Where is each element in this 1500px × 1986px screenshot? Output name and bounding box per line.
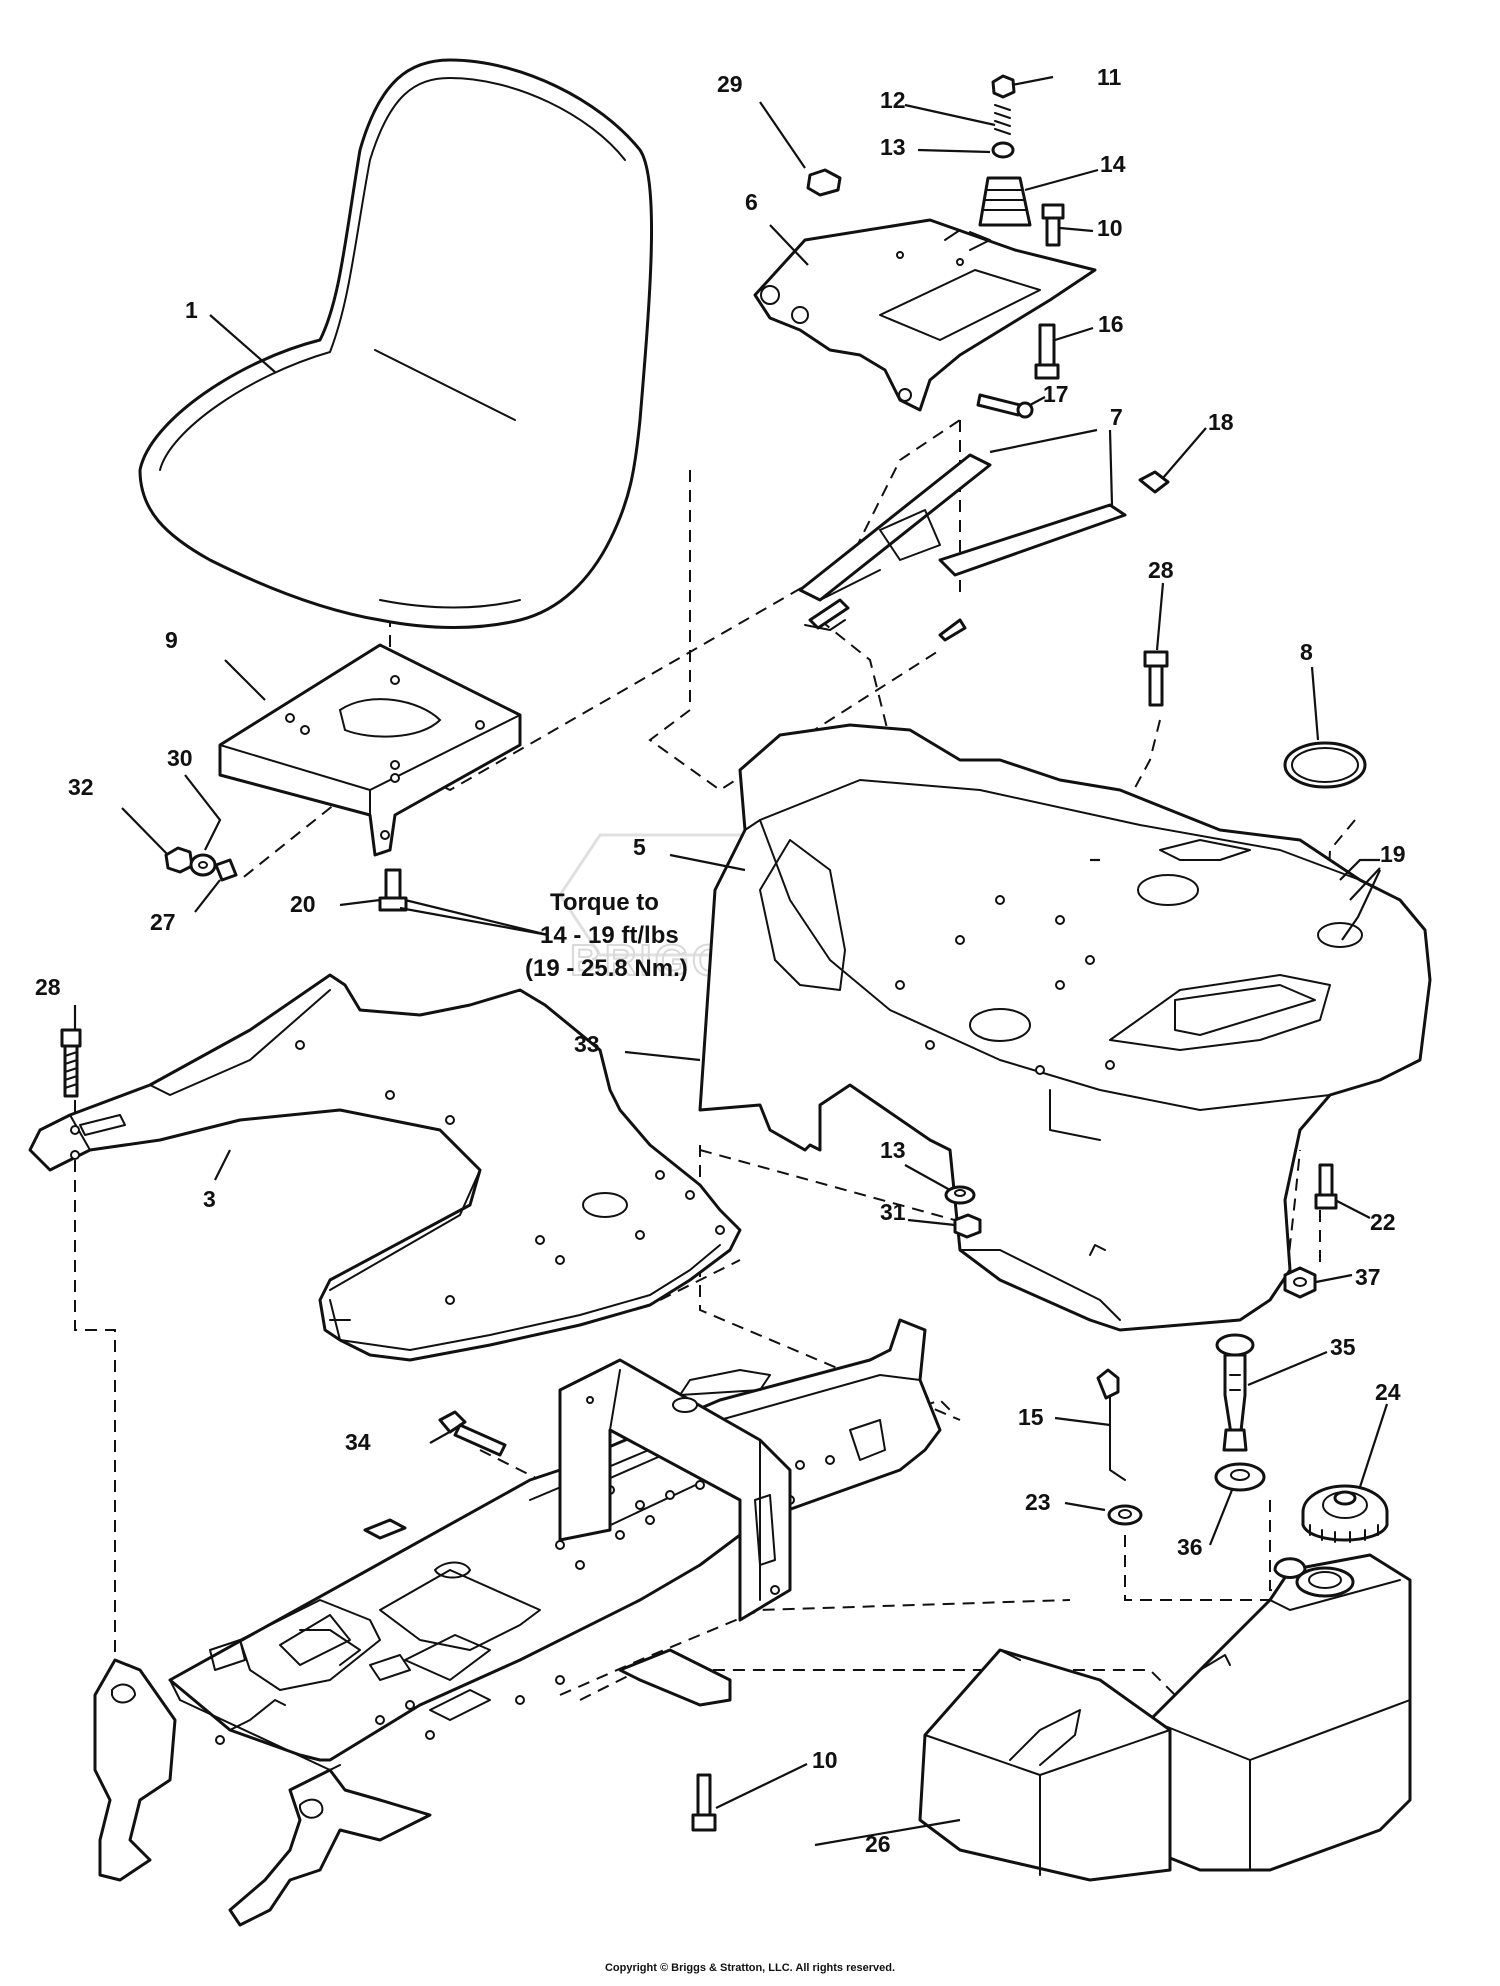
callout-30: 30 [167,745,193,771]
callout-7: 7 [1110,404,1123,430]
callout-13-top: 13 [880,134,906,160]
callout-34: 34 [345,1429,371,1455]
front-dash-panel [28,973,742,1362]
frame-bolt [438,1410,507,1457]
torque-note-line-1: Torque to [550,889,659,916]
callout-12: 12 [880,87,906,113]
torque-note: Torque to 14 - 19 ft/lbs (19 - 25.8 Nm.) [525,889,688,982]
callout-36: 36 [1177,1534,1203,1560]
callout-10-bottom: 10 [812,1747,838,1773]
callout-24: 24 [1375,1379,1401,1405]
seat [138,58,654,629]
main-frame [168,1318,942,1771]
clip [806,168,842,197]
callout-22: 22 [1370,1209,1396,1235]
callout-15: 15 [1018,1404,1044,1430]
callout-16: 16 [1098,311,1124,337]
callout-11: 11 [1097,64,1122,90]
seat-rails [798,453,1127,642]
fuel-cap [1301,1484,1389,1543]
callout-28-right: 28 [1148,557,1174,583]
seat-nut-stack [164,846,238,882]
callout-33: 33 [574,1031,600,1057]
seat-plate [218,643,522,857]
callout-32: 32 [68,774,94,800]
callout-29: 29 [717,71,743,97]
fender-bolt-right [1143,650,1169,707]
copyright-notice: Copyright © Briggs & Stratton, LLC. All … [604,1962,896,1974]
fuel-tank [1148,1553,1412,1872]
sender-gasket [1214,1462,1266,1492]
callout-10-top: 10 [1097,215,1123,241]
callout-27: 27 [150,909,176,935]
torque-leader [404,898,549,937]
seat-spring-stack [978,74,1032,227]
fender-washer-nut [944,1185,982,1239]
callout-13-lower: 13 [880,1137,906,1163]
callout-3: 3 [203,1186,216,1212]
callout-5: 5 [633,834,646,860]
leader-lines [73,75,1389,1847]
callout-8: 8 [1300,639,1313,665]
fender-bolt-lower [1314,1163,1338,1210]
frame-bolt-lower [691,1773,717,1832]
rear-fender [698,723,1432,1332]
fuel-gauge-sender [1215,1333,1255,1452]
frame-tabs [363,1518,732,1707]
callout-37: 37 [1355,1264,1381,1290]
seat-bolt [378,868,408,912]
callout-1: 1 [185,297,198,323]
grommet [1107,1504,1143,1526]
flange-nut [1283,1266,1317,1299]
callout-14: 14 [1100,151,1126,177]
callout-23: 23 [1025,1489,1051,1515]
seat-bracket [753,218,1097,412]
fuel-line [1096,1368,1126,1481]
callout-6: 6 [745,189,758,215]
o-ring [1283,741,1367,789]
callout-20: 20 [290,891,316,917]
square-nut [1138,470,1170,494]
bracket-bolts [976,203,1065,419]
fender-bolt-left [60,1028,82,1098]
frame-upright-bracket [558,1358,792,1622]
callout-26: 26 [865,1831,891,1857]
callout-31: 31 [880,1199,906,1225]
torque-note-line-2: 14 - 19 ft/lbs [540,922,679,949]
callout-17: 17 [1043,381,1069,407]
callout-35: 35 [1330,1334,1356,1360]
callout-9: 9 [165,627,178,653]
fuel-tank-cover [918,1648,1172,1882]
callout-18: 18 [1208,409,1234,435]
callout-28-left: 28 [35,974,61,1000]
torque-note-line-3: (19 - 25.8 Nm.) [525,955,688,982]
callout-labels: 1 3 5 6 7 8 9 10 10 11 12 13 13 14 15 16… [35,64,1406,1857]
frame-front-legs [93,1658,432,1927]
callout-19: 19 [1380,841,1406,867]
